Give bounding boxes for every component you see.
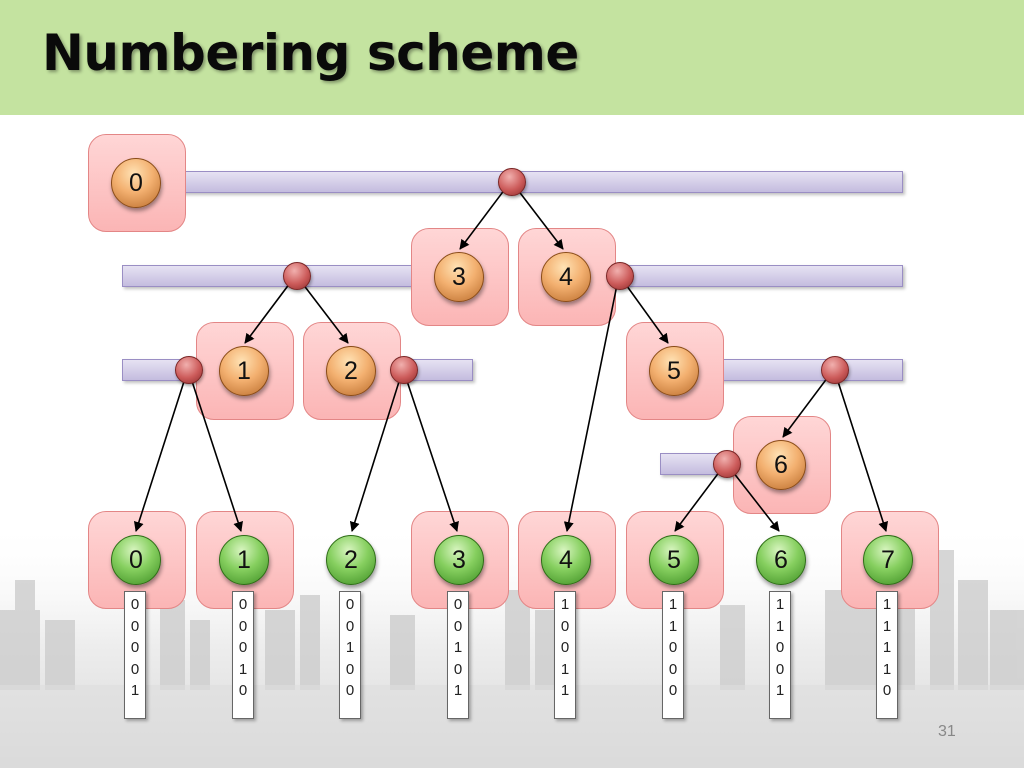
code-bit: 1 [345, 639, 355, 657]
code-bit: 1 [775, 617, 785, 635]
code-bit: 1 [560, 596, 570, 613]
code-bit: 1 [560, 682, 570, 700]
code-bit: 0 [560, 639, 570, 657]
leaf-node-0: 0 [111, 535, 161, 585]
code-bit: 0 [345, 617, 355, 635]
code-bit: 0 [130, 617, 140, 635]
leaf-node-3: 3 [434, 535, 484, 585]
code-bit: 0 [560, 617, 570, 635]
leaf-code-1: 0 0 0 1 0 [232, 591, 254, 719]
code-bit: 0 [453, 660, 463, 678]
code-bit: 0 [238, 617, 248, 635]
leaf-code-4: 1 0 0 1 1 [554, 591, 576, 719]
slide-title: Numbering scheme [42, 24, 579, 82]
split-dot-node-2 [390, 356, 418, 384]
internal-node-5: 5 [649, 346, 699, 396]
leaf-code-7: 1 1 1 1 0 [876, 591, 898, 719]
code-bit: 1 [130, 682, 140, 700]
code-bit: 0 [130, 596, 140, 613]
leaf-node-1: 1 [219, 535, 269, 585]
split-dot-root [498, 168, 526, 196]
code-bit: 1 [882, 660, 892, 678]
leaf-node-2: 2 [326, 535, 376, 585]
leaf-code-2: 0 0 1 0 0 [339, 591, 361, 719]
code-bit: 1 [882, 639, 892, 657]
code-bit: 0 [453, 596, 463, 613]
code-bit: 0 [882, 682, 892, 700]
internal-node-0: 0 [111, 158, 161, 208]
code-bit: 1 [453, 682, 463, 700]
code-bit: 0 [668, 639, 678, 657]
code-bit: 0 [668, 660, 678, 678]
leaf-node-7: 7 [863, 535, 913, 585]
code-bit: 0 [238, 639, 248, 657]
leaf-node-6: 6 [756, 535, 806, 585]
code-bit: 0 [345, 596, 355, 613]
code-bit: 1 [775, 596, 785, 613]
leaf-code-0: 0 0 0 0 1 [124, 591, 146, 719]
code-bit: 0 [130, 639, 140, 657]
leaf-box-3 [411, 511, 509, 609]
code-bit: 0 [238, 682, 248, 700]
code-bit: 1 [882, 596, 892, 613]
split-dot-node-1 [175, 356, 203, 384]
split-dot-left [283, 262, 311, 290]
code-bit: 0 [345, 660, 355, 678]
code-bit: 0 [775, 660, 785, 678]
code-bit: 1 [453, 639, 463, 657]
split-dot-node-5 [821, 356, 849, 384]
leaf-code-6: 1 1 0 0 1 [769, 591, 791, 719]
internal-node-4: 4 [541, 252, 591, 302]
code-bit: 1 [238, 660, 248, 678]
code-bit: 1 [668, 617, 678, 635]
code-bit: 0 [345, 682, 355, 700]
leaf-node-5: 5 [649, 535, 699, 585]
internal-node-3: 3 [434, 252, 484, 302]
split-dot-node-6 [713, 450, 741, 478]
page-number: 31 [938, 723, 956, 740]
code-bit: 0 [238, 596, 248, 613]
code-bit: 0 [775, 639, 785, 657]
split-dot-right [606, 262, 634, 290]
internal-node-6: 6 [756, 440, 806, 490]
internal-node-1: 1 [219, 346, 269, 396]
internal-node-2: 2 [326, 346, 376, 396]
code-bit: 1 [668, 596, 678, 613]
leaf-node-4: 4 [541, 535, 591, 585]
leaf-code-5: 1 1 0 0 0 [662, 591, 684, 719]
leaf-code-3: 0 0 1 0 1 [447, 591, 469, 719]
code-bit: 0 [130, 660, 140, 678]
code-bit: 1 [882, 617, 892, 635]
code-bit: 0 [453, 617, 463, 635]
title-banner [0, 0, 1024, 115]
code-bit: 0 [668, 682, 678, 700]
code-bit: 1 [560, 660, 570, 678]
code-bit: 1 [775, 682, 785, 700]
